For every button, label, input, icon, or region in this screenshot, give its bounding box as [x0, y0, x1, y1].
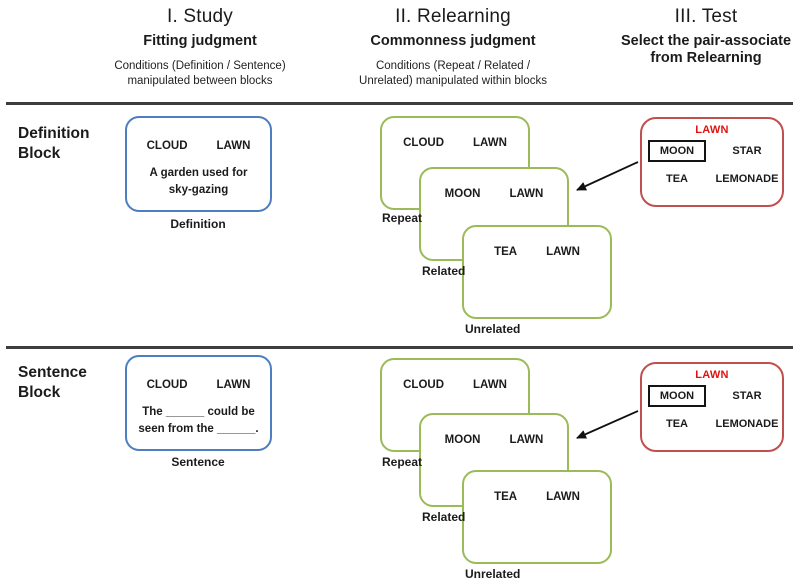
study-prompt: A garden used for sky-gazing	[127, 165, 270, 200]
relearning-card-unrelated: TEA LAWN	[462, 470, 612, 564]
relearning-caption-related: Related	[422, 264, 466, 278]
block-label-line: Definition	[18, 125, 90, 142]
cue-word: MOON	[444, 188, 481, 200]
study-prompt-line: The ______ could be	[142, 406, 255, 418]
phase-header-study: I. Study Fitting judgment Conditions (De…	[75, 6, 325, 89]
phase-header-test: III. Test Select the pair-associate from…	[581, 6, 800, 67]
relearning-caption-unrelated: Unrelated	[465, 322, 521, 336]
test-cue-word: LAWN	[695, 369, 729, 381]
block-label-sentence: Sentence Block	[18, 363, 87, 403]
test-options: MOON STAR TEA LEMONADE	[642, 385, 782, 430]
word-pair: CLOUD LAWN	[382, 137, 528, 149]
word-pair: CLOUD LAWN	[127, 140, 270, 152]
relearning-card-related: MOON LAWN	[419, 167, 569, 261]
test-card-definition: LAWN MOON STAR TEA LEMONADE	[640, 117, 784, 207]
phase-note-line: Conditions (Repeat / Related /	[375, 60, 531, 73]
phase-subtitle-line: from Relearning	[650, 50, 762, 67]
word-pair: TEA LAWN	[464, 246, 610, 258]
word-pair: MOON LAWN	[421, 434, 567, 446]
test-option: LEMONADE	[715, 418, 779, 430]
cue-word: CLOUD	[146, 379, 188, 391]
test-option: STAR	[732, 390, 762, 402]
word-pair: MOON LAWN	[421, 188, 567, 200]
phase-note: Conditions (Repeat / Related / Unrelated…	[328, 59, 578, 88]
target-word: LAWN	[473, 137, 507, 149]
relearning-caption-unrelated: Unrelated	[465, 567, 521, 581]
target-word: LAWN	[546, 246, 580, 258]
phase-note-line: manipulated between blocks	[127, 74, 273, 87]
test-option: TEA	[666, 418, 688, 430]
relearning-card-unrelated: TEA LAWN	[462, 225, 612, 319]
phase-note: Conditions (Definition / Sentence) manip…	[75, 59, 325, 88]
block-label-line: Sentence	[18, 364, 87, 381]
phase-title: I. Study	[166, 6, 234, 27]
section-divider	[6, 346, 793, 349]
phase-title: II. Relearning	[395, 6, 511, 27]
study-prompt-line: A garden used for	[149, 167, 248, 179]
phase-subtitle: Select the pair-associate from Relearnin…	[581, 33, 800, 67]
study-prompt: The ______ could be seen from the ______…	[127, 404, 270, 439]
test-option: TEA	[666, 173, 688, 185]
phase-header-relearning: II. Relearning Commonness judgment Condi…	[328, 6, 578, 89]
test-to-relearning-arrow	[576, 161, 639, 191]
block-label-line: Block	[18, 145, 61, 163]
test-card-sentence: LAWN MOON STAR TEA LEMONADE	[640, 362, 784, 452]
block-label-definition: Definition Block	[18, 124, 89, 164]
test-option-selected: MOON	[647, 140, 707, 162]
relearning-caption-repeat: Repeat	[382, 455, 423, 469]
cue-word: TEA	[494, 246, 518, 258]
study-card-definition: CLOUD LAWN A garden used for sky-gazing	[125, 116, 272, 212]
test-options: MOON STAR TEA LEMONADE	[642, 140, 782, 185]
cue-word: TEA	[494, 491, 518, 503]
target-word: LAWN	[473, 379, 507, 391]
word-pair: CLOUD LAWN	[382, 379, 528, 391]
phase-note-line: Conditions (Definition / Sentence)	[114, 60, 286, 73]
cue-word: CLOUD	[403, 137, 445, 149]
test-option: STAR	[732, 145, 762, 157]
target-word: LAWN	[546, 491, 580, 503]
study-card-caption: Definition	[170, 217, 226, 231]
test-option-selected: MOON	[647, 385, 707, 407]
cue-word: CLOUD	[146, 140, 188, 152]
study-card-sentence: CLOUD LAWN The ______ could be seen from…	[125, 355, 272, 451]
block-label-line: Block	[18, 384, 61, 402]
test-cue-word: LAWN	[695, 124, 729, 136]
section-divider	[6, 102, 793, 105]
target-word: LAWN	[216, 140, 251, 152]
test-option: LEMONADE	[715, 173, 779, 185]
phase-subtitle-line: Select the pair-associate	[620, 33, 792, 49]
cue-word: MOON	[444, 434, 481, 446]
test-to-relearning-arrow	[576, 410, 639, 439]
phase-subtitle: Fitting judgment	[143, 33, 257, 49]
phase-subtitle: Commonness judgment	[370, 33, 536, 49]
phase-title: III. Test	[674, 6, 738, 27]
target-word: LAWN	[509, 188, 544, 200]
study-prompt-line: seen from the ______.	[138, 423, 259, 436]
word-pair: TEA LAWN	[464, 491, 610, 503]
target-word: LAWN	[216, 379, 251, 391]
cue-word: CLOUD	[403, 379, 445, 391]
target-word: LAWN	[509, 434, 544, 446]
phase-note-line: Unrelated) manipulated within blocks	[359, 74, 547, 87]
relearning-caption-repeat: Repeat	[382, 211, 423, 225]
study-card-caption: Sentence	[171, 455, 225, 469]
word-pair: CLOUD LAWN	[127, 379, 270, 391]
relearning-caption-related: Related	[422, 510, 466, 524]
study-prompt-line: sky-gazing	[168, 184, 229, 197]
